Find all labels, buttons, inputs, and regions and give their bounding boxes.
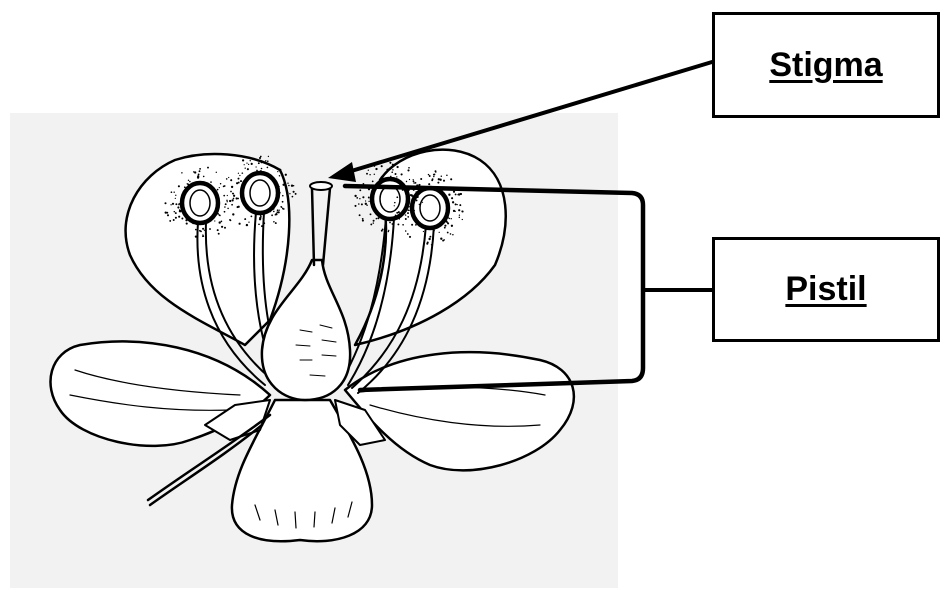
stigma-tip xyxy=(310,182,332,190)
pistil-style xyxy=(312,188,330,265)
anther-2 xyxy=(242,173,278,213)
stigma-arrowhead xyxy=(328,162,356,182)
pistil-label: Pistil xyxy=(785,270,866,309)
petal-right xyxy=(345,352,574,470)
anther-1 xyxy=(182,183,218,223)
pistil-label-box: Pistil xyxy=(712,237,940,342)
anther-4 xyxy=(412,188,448,228)
stigma-label-box: Stigma xyxy=(712,12,940,118)
stigma-label: Stigma xyxy=(769,46,882,85)
stigma-pointer-line xyxy=(348,62,712,172)
